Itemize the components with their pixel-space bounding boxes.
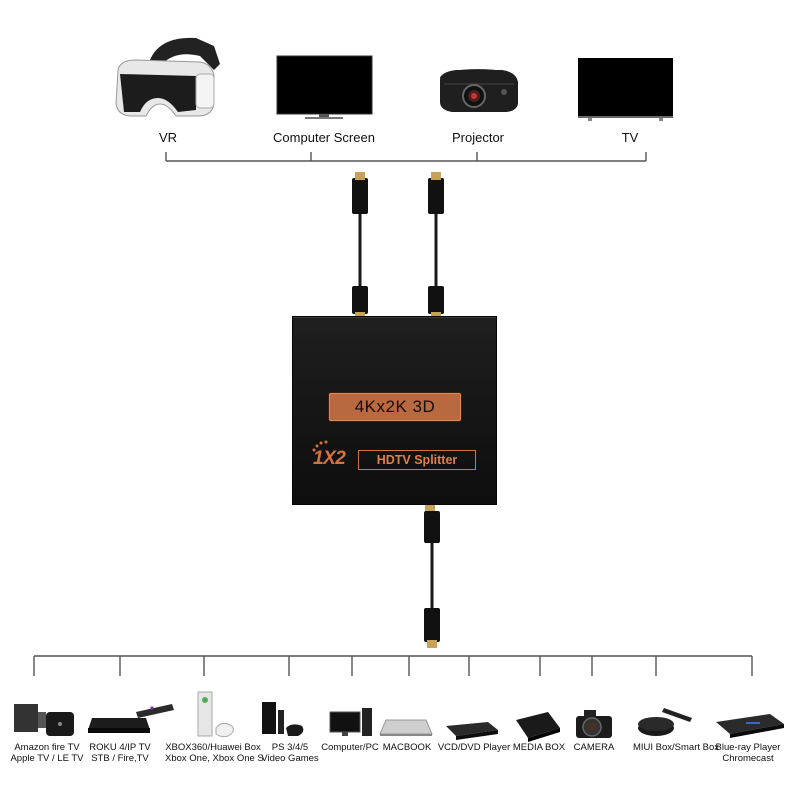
bluray-player-icon [716,714,784,738]
monitor-icon [276,55,373,119]
brand-logo: 1X2 HDTV Splitter [309,440,485,472]
source-label-camera: CAMERA [546,742,642,753]
hdmi-cable-output-1 [352,172,368,318]
dvd-player-icon [446,722,498,740]
source-line1: Blue-ray Player [715,742,781,753]
hdmi-splitter-device: 4Kx2K 3D 1X2 HDTV Splitter [293,317,496,504]
source-label-xbox: XBOX360/Huawei Box Xbox One, Xbox One S [165,742,264,764]
source-label-computer-pc: Computer/PC [302,742,398,753]
output-label-vr: VR [158,130,178,145]
source-line1: MACBOOK [382,742,432,753]
source-line2: Video Games [261,753,319,764]
tv-icon [578,58,673,121]
laptop-icon [379,719,433,736]
playstation-icon [262,702,304,736]
brand-text: HDTV Splitter [358,450,476,470]
camera-icon [576,710,612,738]
source-line1: MIUI Box/Smart Box [632,742,720,753]
source-label-smart-box: MIUI Box/Smart Box [628,742,724,753]
hdmi-cable-output-2 [428,172,444,318]
source-label-amazon-fire-tv: Amazon fire TV Apple TV / LE TV [0,742,95,764]
output-label-tv: TV [621,130,639,145]
output-label-projector: Projector [451,130,505,145]
source-line1: ROKU 4/IP TV [89,742,151,753]
source-label-dvd-player: VCD/DVD Player [426,742,522,753]
output-label-computer-screen: Computer Screen [273,130,375,145]
source-line1: Computer/PC [321,742,379,753]
source-line1: MEDIA BOX [512,742,566,753]
output-bracket [165,152,647,162]
brand-prefix: 1X2 [313,448,346,469]
desktop-pc-icon [329,708,372,736]
source-label-playstation: PS 3/4/5 Video Games [242,742,338,764]
source-line2: STB / Fire,TV [91,753,149,764]
source-label-macbook: MACBOOK [359,742,455,753]
source-line2: Xbox One, Xbox One S [165,753,264,764]
roku-box-icon [88,704,174,733]
vr-headset-icon [115,37,220,117]
projector-icon [440,69,518,112]
resolution-badge: 4Kx2K 3D [329,393,461,421]
source-line1: XBOX360/Huawei Box [165,742,261,753]
media-box-icon [516,712,560,742]
source-line2: Chromecast [722,753,774,764]
signal-dots-icon [312,440,328,452]
fire-tv-icon [14,704,74,736]
source-label-bluray-player: Blue-ray Player Chromecast [700,742,796,764]
source-bracket [33,655,753,676]
source-line2: Apple TV / LE TV [10,753,84,764]
hdmi-cable-input [424,505,440,648]
source-label-media-box: MEDIA BOX [491,742,587,753]
source-line1: VCD/DVD Player [437,742,511,753]
source-line1: Amazon fire TV [14,742,80,753]
source-line1: CAMERA [573,742,615,753]
smart-box-icon [638,708,692,736]
source-line1: PS 3/4/5 [271,742,309,753]
source-label-roku: ROKU 4/IP TV STB / Fire,TV [72,742,168,764]
xbox-icon [197,691,234,738]
